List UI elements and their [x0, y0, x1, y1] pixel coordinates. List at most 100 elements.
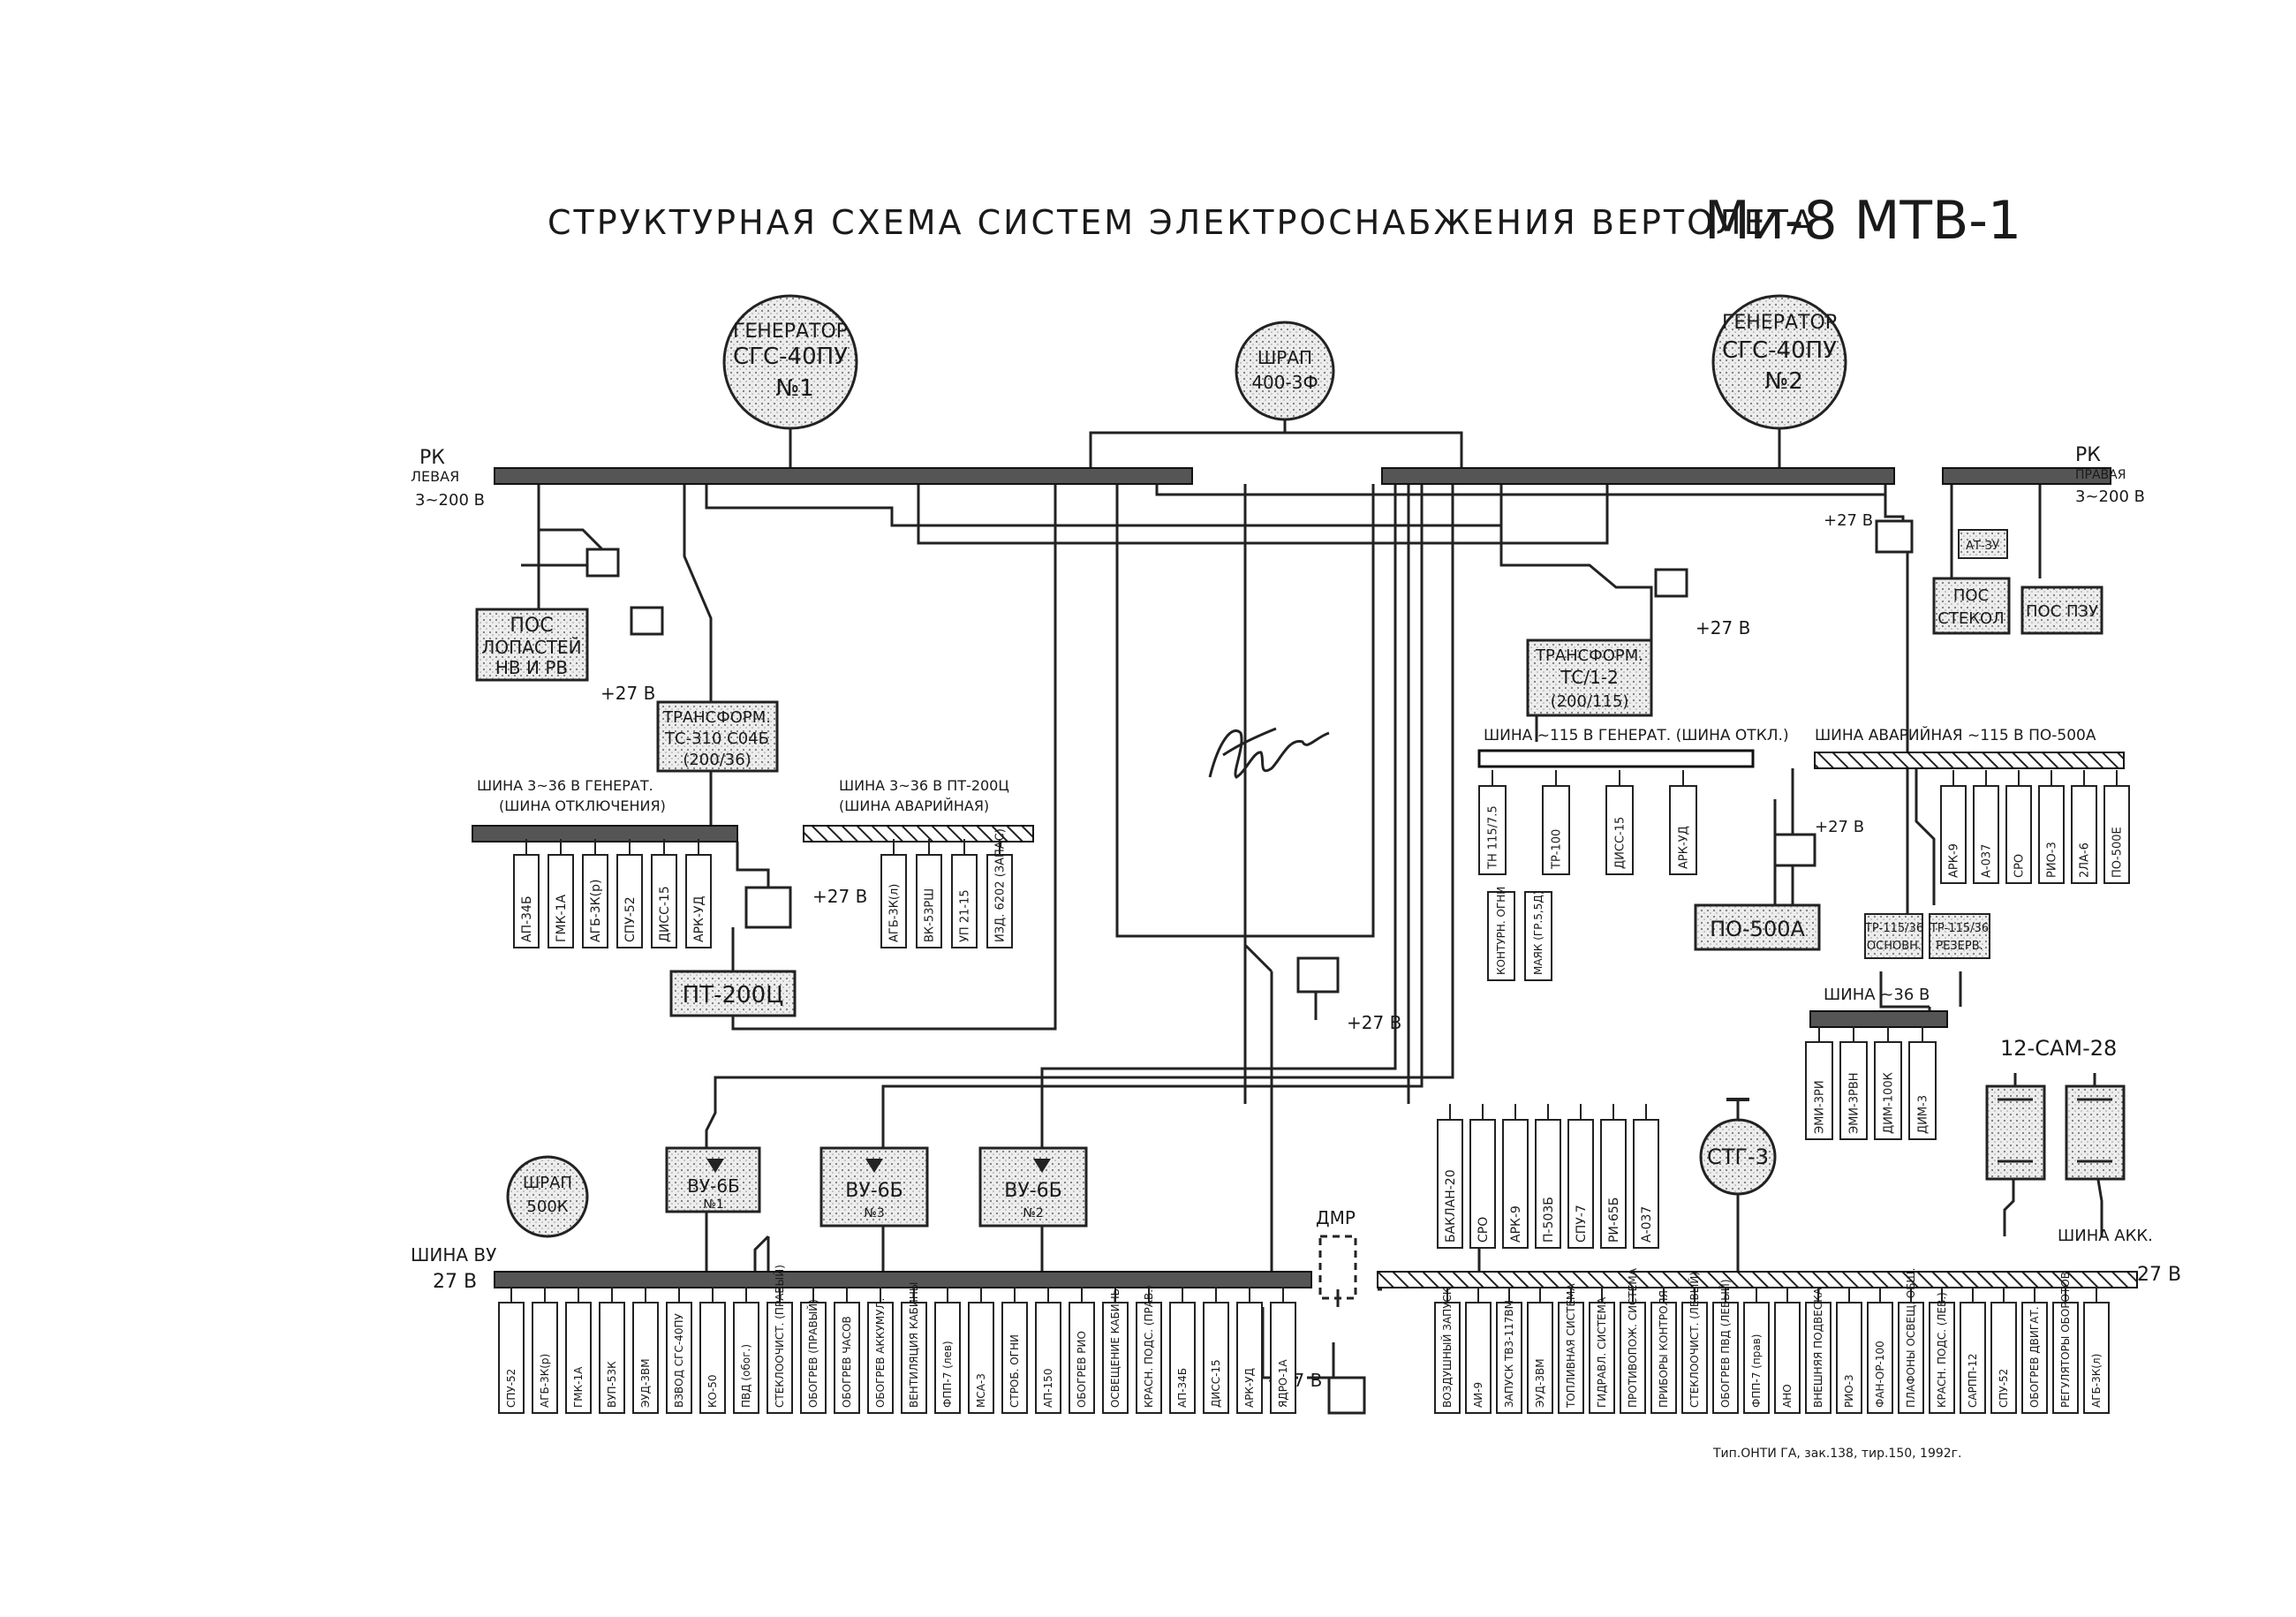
svg-text:ПТ-200Ц: ПТ-200Ц	[683, 982, 784, 1009]
p27-label: +27 В	[1347, 1012, 1401, 1033]
consumer-label: ИЗД. 6202 (ЗАПАС)	[994, 828, 1008, 942]
svg-text:ШИНА АКК.: ШИНА АКК.	[2058, 1227, 2153, 1245]
consumer-box: ПВД (обог.)	[733, 1287, 759, 1414]
svg-text:3~200 В: 3~200 В	[415, 491, 485, 510]
consumer-box: ГИДРАВЛ. СИСТЕМА	[1589, 1287, 1615, 1414]
consumer-box: СРО	[1469, 1104, 1496, 1249]
shrap-500-connector: ШРАП 500К	[506, 1155, 589, 1238]
svg-text:ГЕНЕРАТОР: ГЕНЕРАТОР	[1722, 312, 1837, 334]
svg-text:(ШИНА АВАРИЙНАЯ): (ШИНА АВАРИЙНАЯ)	[839, 797, 989, 814]
consumer-box: ОБОГРЕВ ПВД (ЛЕВЫЙ)	[1712, 1279, 1739, 1414]
consumer-box: РИ-65Б	[1600, 1104, 1627, 1249]
p27-label: +27 В	[600, 683, 655, 704]
consumer-label: АРК-УД	[692, 895, 706, 942]
svg-text:27 В: 27 В	[433, 1271, 477, 1293]
batteries-12sam28: 12-САМ-28	[1985, 1036, 2126, 1181]
consumer-box: ЭМИ-3РИ	[1805, 1026, 1833, 1140]
consumer-box: ВЕНТИЛЯЦИЯ КАБИНЫ	[901, 1282, 927, 1414]
consumer-box: СТРОБ. ОГНИ	[1001, 1287, 1028, 1414]
consumer-box: ИЗД. 6202 (ЗАПАС)	[986, 828, 1013, 948]
wiring	[537, 419, 2103, 1379]
relay-dmr	[1327, 1376, 1366, 1415]
consumer-box: БАКЛАН-20	[1437, 1104, 1463, 1249]
consumer-label: П-503Б	[1542, 1197, 1556, 1243]
consumer-label: АРК-УД	[1243, 1368, 1256, 1408]
consumer-label: МАЯК (ГР.5,5Д)	[1532, 891, 1545, 975]
svg-text:ТС-310 С04Б: ТС-310 С04Б	[664, 729, 769, 748]
svg-text:НВ И РВ: НВ И РВ	[495, 657, 568, 678]
bus-36-generator: ШИНА 3~36 В ГЕНЕРАТ. (ШИНА ОТКЛЮЧЕНИЯ)	[472, 777, 738, 843]
svg-text:АТ-ЗУ: АТ-ЗУ	[1966, 540, 1999, 553]
consumer-box: УП 21-15	[951, 839, 978, 948]
svg-text:ТР-115/36: ТР-115/36	[1864, 922, 1923, 935]
consumer-label: РЕГУЛЯТОРЫ ОБОРОТОВ	[2059, 1272, 2072, 1408]
consumer-label: АРК-9	[1948, 843, 1961, 878]
transformer-ts1-2: ТРАНСФОРМ. ТС/1-2 (200/115)	[1526, 638, 1653, 717]
consumer-label: ДИМ-100К	[1883, 1072, 1896, 1134]
consumer-label: РИО-3	[2046, 842, 2059, 878]
consumer-label: ТР-100	[1551, 829, 1564, 870]
consumer-label: КО-50	[706, 1374, 719, 1408]
dmr-block: ДМР	[1316, 1207, 1357, 1300]
consumer-box: АРК-УД	[685, 839, 712, 948]
svg-text:ВУ-6Б: ВУ-6Б	[687, 1175, 740, 1197]
consumer-label: АП-34Б	[520, 895, 534, 942]
consumer-label: АГБ-3К(л)	[888, 884, 902, 942]
consumer-label: ВОЗДУШНЫЙ ЗАПУСК	[1440, 1287, 1454, 1408]
consumer-label: АГБ-3К(л)	[2090, 1354, 2103, 1408]
consumer-box: ЭМИ-3РВН	[1839, 1026, 1868, 1140]
consumer-box: ОСВЕЩЕНИЕ КАБИНЫ	[1102, 1287, 1129, 1414]
svg-text:ШИНА ВУ: ШИНА ВУ	[411, 1244, 496, 1266]
consumer-box: АП-34Б	[513, 839, 540, 948]
consumer-box: АП-150	[1035, 1287, 1061, 1414]
consumer-label: МСА-3	[975, 1373, 987, 1408]
consumer-box: АРК-9	[1940, 770, 1967, 884]
consumer-box: СПУ-52	[1990, 1287, 2017, 1414]
svg-text:ДМР: ДМР	[1316, 1207, 1356, 1228]
atsu-block: АТ-ЗУ	[1958, 529, 2008, 559]
consumer-label: ФПП-7 (прав)	[1750, 1334, 1763, 1408]
consumer-box: СТЕКЛООЧИСТ. (ЛЕВЫЙ)	[1681, 1272, 1708, 1414]
pt-200-converter: ПТ-200Ц	[669, 970, 797, 1017]
consumer-label: СПУ-52	[505, 1369, 517, 1408]
consumer-label: СТЕКЛООЧИСТ. (ЛЕВЫЙ)	[1688, 1272, 1701, 1408]
consumer-label: ОБОГРЕВ РИО	[1076, 1331, 1088, 1408]
consumer-label: А-037	[1640, 1206, 1654, 1243]
consumer-label: ОБОГРЕВ ДВИГАТ.	[2028, 1306, 2041, 1408]
relay-center	[1296, 956, 1340, 1020]
print-footnote: Тип.ОНТИ ГА, зак.138, тир.150, 1992г.	[1712, 1447, 1962, 1461]
svg-text:ПОС: ПОС	[510, 615, 553, 637]
consumer-box: А-037	[1633, 1104, 1659, 1249]
consumer-label: ЗАПУСК ТВ3-117ВМ	[1503, 1300, 1515, 1408]
svg-text:ШИНА 3~36 В ПТ-200Ц: ШИНА 3~36 В ПТ-200Ц	[839, 777, 1009, 794]
consumer-label: САРПП-12	[1967, 1354, 1979, 1408]
consumer-box: ОБОГРЕВ АККУМУЛ.	[867, 1287, 894, 1414]
pos-pzu-block: ПОС ПЗУ	[2020, 586, 2103, 635]
svg-text:СТГ-3: СТГ-3	[1707, 1145, 1769, 1169]
consumer-label: ПО-500Е	[2111, 827, 2125, 878]
consumer-box: ГМК-1А	[565, 1287, 592, 1414]
consumer-label: ПРИБОРЫ КОНТРОЛЯ	[1658, 1290, 1670, 1408]
svg-text:400-3Ф: 400-3Ф	[1251, 372, 1318, 393]
svg-text:ВУ-6Б: ВУ-6Б	[845, 1180, 903, 1202]
relay-115	[1773, 833, 1816, 867]
consumer-box: П-503Б	[1535, 1104, 1561, 1249]
svg-text:ПОС: ПОС	[1953, 586, 1989, 605]
consumer-label: БАКЛАН-20	[1444, 1169, 1458, 1243]
svg-text:ШИНА 3~36 В ГЕНЕРАТ.: ШИНА 3~36 В ГЕНЕРАТ.	[477, 777, 653, 794]
consumer-label: ДИМ-3	[1917, 1095, 1930, 1134]
consumer-label: ЯДРО-1А	[1277, 1359, 1289, 1408]
consumer-label: ДИСС-15	[1210, 1359, 1222, 1408]
svg-text:№1: №1	[775, 375, 814, 402]
consumer-label: АРК-УД	[1678, 826, 1691, 869]
consumer-box: АРК-УД	[1236, 1287, 1263, 1414]
consumer-label: ВК-53РШ	[924, 888, 937, 942]
consumer-box: СРО	[2005, 770, 2032, 884]
rk-right-bus: РК ПРАВАЯ 3~200 В	[1381, 444, 2145, 506]
consumer-box: ФПП-7 (лев)	[934, 1287, 961, 1414]
consumer-label: ВЗВОД СГС-40ПУ	[673, 1313, 685, 1408]
consumer-box: МСА-3	[968, 1287, 994, 1414]
consumer-box: СПУ-52	[616, 839, 643, 948]
relay-left	[521, 530, 664, 636]
consumer-label: ФПП-7 (лев)	[941, 1341, 954, 1408]
